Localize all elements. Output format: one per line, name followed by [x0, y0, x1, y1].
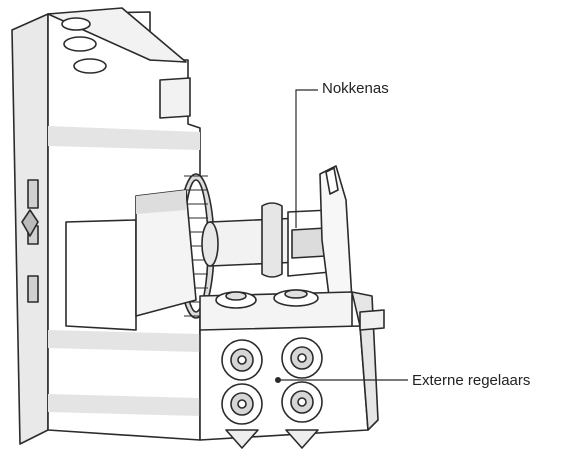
port-hole [73, 58, 107, 74]
port-hole [61, 17, 91, 31]
housing [11, 7, 201, 445]
port-hole [63, 36, 97, 52]
regulators-leader-dot [275, 377, 281, 383]
motor-block [65, 189, 197, 331]
camshaft [201, 165, 353, 305]
camshaft-label: Nokkenas [322, 80, 389, 97]
external-regulators-label: Externe regelaars [412, 372, 531, 389]
camshaft-leader-line [295, 89, 318, 228]
valve-block [199, 289, 385, 449]
